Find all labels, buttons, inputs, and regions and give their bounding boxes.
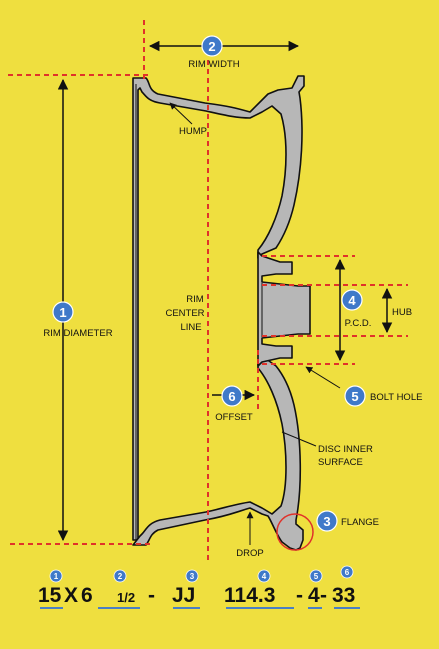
code-flange: JJ: [172, 584, 195, 607]
hump-leader: [169, 102, 193, 125]
code-dash-3: -: [320, 584, 327, 607]
badge-rim-width: 2: [201, 35, 223, 57]
code-diameter: 15: [38, 584, 62, 607]
rim-center-line-label-1: RIM: [186, 294, 204, 305]
code-offset: 33: [332, 584, 355, 607]
badge-offset: 6: [221, 385, 243, 407]
code-marker-3: 3: [185, 569, 199, 583]
svg-text:6: 6: [228, 389, 235, 404]
svg-text:2: 2: [208, 39, 215, 54]
code-width: 6: [81, 584, 93, 607]
code-x: X: [64, 584, 78, 607]
size-code: 1 2 3 4 5 6 15 X 6 1/2 - JJ 114.3 - 4 -: [38, 565, 360, 609]
rim-lower-barrel: [132, 355, 304, 551]
disc-inner-surface-label-1: DISC INNER: [318, 444, 373, 455]
hub-disc: [257, 251, 311, 367]
hub-label: HUB: [392, 307, 412, 318]
hump-label: HUMP: [179, 126, 207, 137]
svg-text:3: 3: [190, 572, 195, 581]
svg-text:5: 5: [314, 572, 319, 581]
badge-pcd: 4: [341, 289, 363, 311]
code-dash-1: -: [148, 584, 155, 607]
guide-lines: [8, 20, 408, 560]
svg-text:5: 5: [351, 389, 358, 404]
rim-center-line-label-3: LINE: [180, 322, 201, 333]
svg-text:1: 1: [54, 572, 59, 581]
code-dash-2: -: [296, 584, 303, 607]
svg-text:4: 4: [262, 572, 267, 581]
disc-inner-leader: [281, 431, 317, 447]
code-fraction: 1/2: [117, 590, 135, 605]
rim-upper-barrel: [132, 75, 305, 541]
code-marker-4: 4: [257, 569, 271, 583]
code-marker-1: 1: [49, 569, 63, 583]
badge-rim-diameter: 1: [52, 301, 74, 323]
code-marker-6: 6: [340, 565, 354, 579]
rim-width-label: RIM WIDTH: [188, 59, 239, 70]
flange-highlight-circle: [276, 513, 314, 551]
badge-flange: 3: [316, 510, 338, 532]
wheel-cross-section: [132, 75, 311, 551]
badge-bolt-hole: 5: [344, 385, 366, 407]
svg-text:3: 3: [323, 514, 330, 529]
svg-text:6: 6: [345, 568, 350, 577]
code-marker-2: 2: [113, 569, 127, 583]
code-holes: 4: [308, 584, 320, 607]
code-pcd: 114.3: [224, 584, 275, 607]
bolt-hole-leader: [305, 366, 341, 389]
rim-diameter-label: RIM DIAMETER: [43, 328, 112, 339]
drop-label: DROP: [236, 548, 263, 559]
flange-label: FLANGE: [341, 517, 379, 528]
code-marker-5: 5: [309, 569, 323, 583]
bolt-hole-label: BOLT HOLE: [370, 392, 422, 403]
rim-center-line-label-2: CENTER: [165, 308, 204, 319]
offset-label: OFFSET: [215, 412, 253, 423]
pcd-label: P.C.D.: [345, 318, 372, 329]
svg-text:2: 2: [118, 572, 123, 581]
disc-inner-surface-label-2: SURFACE: [318, 457, 363, 468]
svg-text:4: 4: [348, 293, 356, 308]
leader-lines: [169, 102, 341, 545]
svg-text:1: 1: [59, 305, 66, 320]
